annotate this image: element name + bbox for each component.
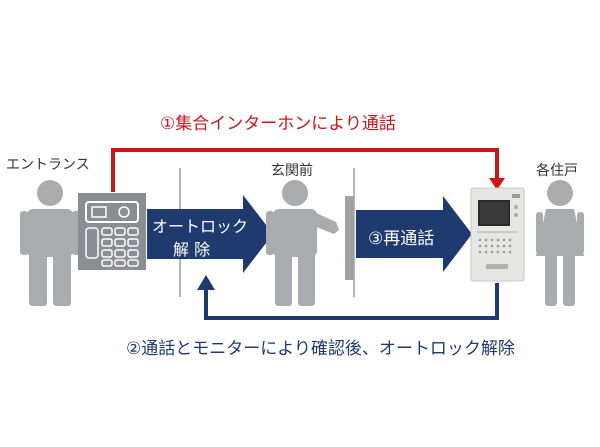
return-arrowhead-blue — [197, 275, 215, 290]
autolock-label-line2: 解 除 — [173, 240, 211, 259]
autolock-arrow — [147, 195, 273, 273]
recall-arrow — [356, 196, 472, 272]
unit-door-panel — [345, 196, 354, 280]
call-arrowhead-red — [489, 178, 505, 190]
step3-label: ③再通話 — [368, 229, 435, 249]
return-line-blue — [204, 283, 499, 320]
room-monitor-icon — [470, 187, 525, 282]
step1-label: ①集合インターホンにより通話 — [160, 114, 396, 134]
resident-person-icon — [536, 180, 584, 306]
entrance-label: エントランス — [6, 157, 90, 173]
vestibule-person-icon — [266, 180, 339, 306]
step2-label: ②通話とモニターにより確認後、オートロック解除 — [126, 339, 515, 359]
visitor-person-icon — [20, 180, 80, 306]
unit-label: 各住戸 — [536, 163, 578, 179]
vestibule-label: 玄関前 — [271, 163, 313, 179]
call-line-red — [111, 148, 499, 192]
entrance-intercom-panel-icon — [78, 193, 146, 270]
autolock-label-line1: オートロック — [152, 217, 249, 236]
